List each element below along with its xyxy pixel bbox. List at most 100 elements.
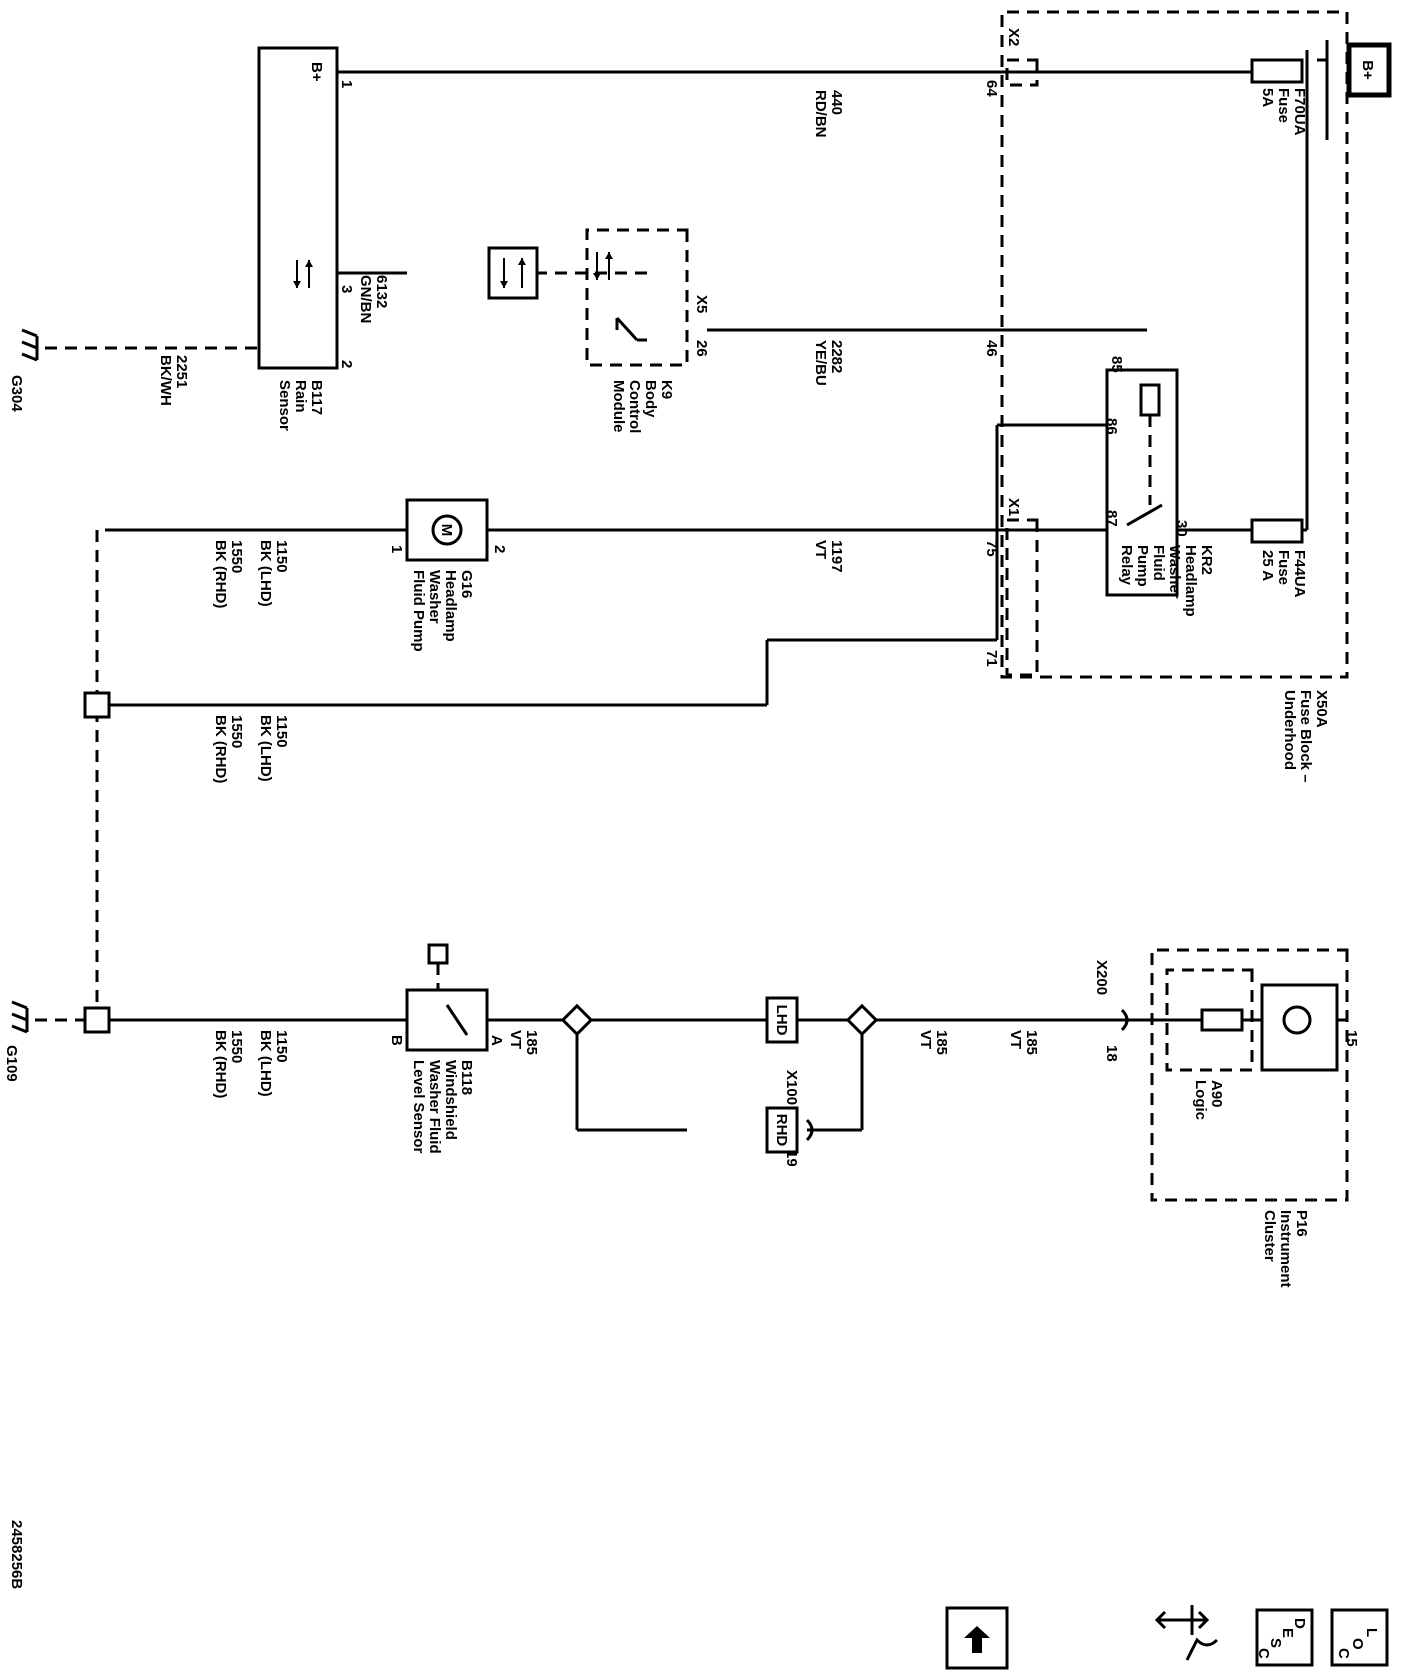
relay-desc-4: Pump [1134,545,1151,587]
loc-l2: O [1349,1638,1366,1650]
relay-switch [1126,503,1163,527]
fuse-f44ua-rating: 25 A [1259,550,1276,581]
lhd-box [765,996,799,1044]
rain-sensor-body [257,46,339,370]
wire-1150-color-pump: BK (LHD) [257,540,274,607]
relay-desc-2: Washer [1166,545,1183,599]
level-sensor-body [405,988,489,1052]
wire-6132-color: GN/BN [357,275,374,323]
level-sensor-float [427,943,449,965]
wire-1197-color: VT [812,540,829,559]
desc-button[interactable]: D E S C [1255,1608,1314,1667]
relay-name: KR2 [1198,545,1215,575]
wire-2282-color: YE/BU [812,340,829,386]
bcm-name: K9 [658,380,675,399]
pump-pin-1: 1 [388,545,405,553]
bcm-desc-1: Body [642,380,659,418]
relay-desc-3: Fluid [1150,545,1167,581]
fuse-f44ua-name: F44UA [1291,550,1308,598]
wire-440-color: RD/BN [812,90,829,138]
bplus-terminal [1346,42,1392,98]
loc-l3: C [1335,1648,1352,1659]
x100-label: X100 [783,1070,800,1105]
rhd-label: RHD [773,1114,790,1147]
rain-sensor-bplus: B+ [308,62,325,82]
wire-2251-num: 2251 [173,355,190,388]
desc-l2: E [1279,1628,1296,1638]
wire-1550-num-level: 1550 [228,1030,245,1063]
fuse-block-desc-1: Fuse Block – [1297,690,1314,783]
ground-g304: G304 [8,375,25,412]
wire-1550-color-relay: BK (RHD) [212,715,229,783]
bplus-label-right: B+ [1359,60,1376,80]
pump-name: G16 [458,570,475,598]
serial-data-node [487,246,539,300]
bcm-desc-2: Control [626,380,643,433]
relay-pin-30: 30 [1173,520,1190,537]
relay-desc-1: Headlamp [1182,545,1199,617]
relay-kr2-body [1105,368,1179,597]
relay-desc-5: Relay [1118,545,1135,586]
loc-button[interactable]: L O C [1330,1608,1389,1667]
wire-185-num-2: 185 [933,1030,950,1055]
fuse-f70ua-rating: 5A [1259,88,1276,107]
rain-sensor-name: B117 [308,380,325,415]
logic-outline [1165,968,1254,1072]
wire-1150-color-level: BK (LHD) [257,1030,274,1097]
wire-1550-color-level: BK (RHD) [212,1030,229,1098]
pin-46: 46 [983,340,1000,357]
bcm-desc-3: Module [610,380,627,433]
logic-name: A90 [1208,1080,1225,1108]
rain-sensor-desc-2: Sensor [276,380,293,431]
splice-diamond-2 [560,1003,594,1037]
bcm-conn: X5 [693,295,710,313]
wire-185-num-1: 185 [523,1030,540,1055]
wire-1550-num-pump: 1550 [228,540,245,573]
serial-data-icon [500,258,526,288]
level-sensor-desc-1: Windshield [442,1060,459,1140]
relay-pin-87: 87 [1103,510,1120,527]
ground-splice-2 [83,1006,111,1034]
level-sensor-name: B118 [458,1060,475,1095]
wire-1197-num: 1197 [828,540,845,573]
washer-fluid-lamp-icon [1282,1005,1312,1035]
pin-75: 75 [983,540,1000,557]
up-arrow-button[interactable] [945,1606,1009,1670]
wire-440-num: 440 [828,90,845,115]
bcm-outline [585,228,689,367]
x100-pin: 19 [783,1150,800,1167]
logic-desc: Logic [1192,1080,1209,1120]
pin-64: 64 [983,80,1000,97]
rain-sensor-pin-3: 3 [338,285,355,293]
logic-resistor [1200,1008,1244,1032]
bcm-switch [615,316,647,342]
fuse-f44ua-type: Fuse [1275,550,1292,585]
pump-desc-2: Washer [426,570,443,624]
fuse-f70ua-type: Fuse [1275,88,1292,123]
level-sensor-pin-b: B [388,1035,405,1046]
wire-1550-color-pump: BK (RHD) [212,540,229,608]
rhd-box [765,1106,799,1154]
x200-label: X200 [1093,960,1110,995]
tools-connector-icon[interactable] [1154,1605,1219,1661]
wire-1150-num-relay: 1150 [273,715,290,748]
x200-connector [1120,1008,1129,1032]
diagram-id: 2458256B [8,1520,25,1589]
cluster-desc-1: Instrument [1277,1210,1294,1288]
wire-185-color-2: VT [917,1030,934,1049]
rain-sensor-desc-1: Rain [292,380,309,413]
wire-185-color-3: VT [1007,1030,1024,1049]
rain-sensor-pin-1: 1 [338,80,355,88]
pump-pin-2: 2 [491,545,508,553]
desc-l1: D [1291,1618,1308,1629]
desc-l3: S [1267,1638,1284,1648]
fuse-block-x1: X1 [1005,498,1022,516]
motor-symbol: M [438,524,455,537]
bcm-serial-icon [593,252,613,280]
wire-1150-color-relay: BK (LHD) [257,715,274,782]
wire-185-num-3: 185 [1023,1030,1040,1055]
cluster-outline [1150,948,1349,1202]
desc-l4: C [1255,1648,1272,1659]
fuse-block-x1-conn [1005,518,1039,677]
